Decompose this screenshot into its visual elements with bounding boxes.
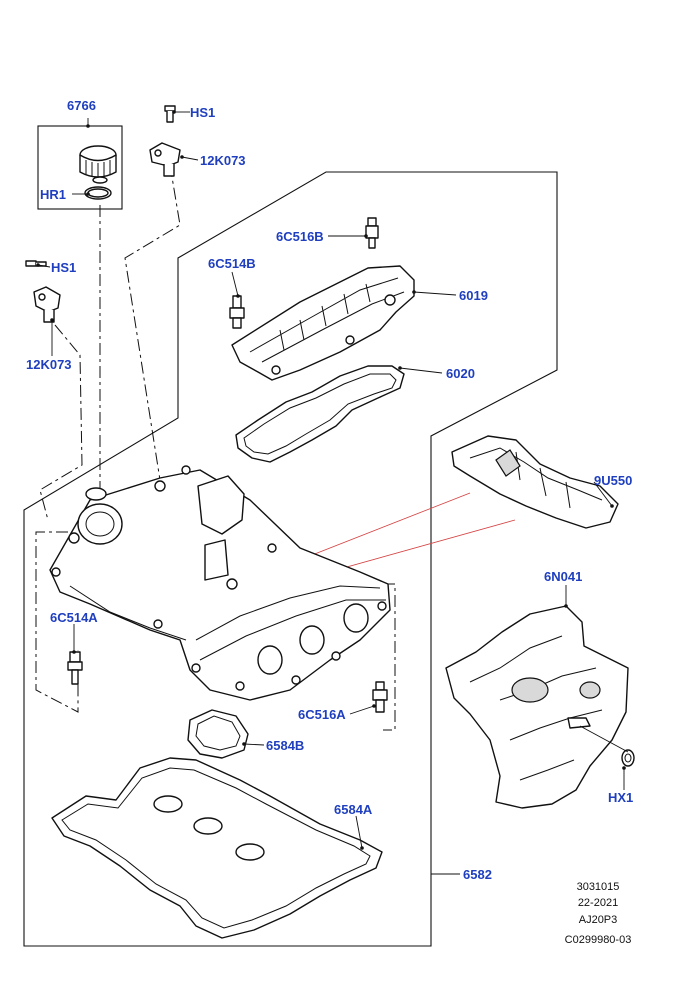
ref-line-3: AJ20P3 <box>579 914 618 926</box>
callout-hs1-top[interactable]: HS1 <box>190 105 215 120</box>
stud-6c516a <box>372 681 388 713</box>
ref-line-2: 22-2021 <box>578 897 618 909</box>
callout-12k073-top[interactable]: 12K073 <box>200 153 246 168</box>
gasket-6584a <box>51 757 383 939</box>
camshaft-sensor-top <box>149 142 181 177</box>
callout-6c516b[interactable]: 6C516B <box>276 229 324 244</box>
callout-9u550[interactable]: 9U550 <box>594 473 632 488</box>
callout-6584b[interactable]: 6584B <box>266 738 304 753</box>
grommet-hx1 <box>621 749 635 767</box>
oil-filler-cap <box>79 145 117 184</box>
callout-hx1[interactable]: HX1 <box>608 790 633 805</box>
stud-6c514a <box>67 651 83 685</box>
ref-line-1: 3031015 <box>577 881 620 893</box>
oil-separator-6019 <box>231 265 415 381</box>
screw-hs1-left <box>25 260 47 267</box>
camshaft-sensor-left <box>33 286 61 323</box>
cam-cover-6582 <box>49 465 391 701</box>
assembly-lines <box>35 164 396 731</box>
callout-6c514b[interactable]: 6C514B <box>208 256 256 271</box>
reference-block: 3031015 22-2021 AJ20P3 C0299980-03 <box>565 881 632 946</box>
screw-hs1-top <box>164 105 176 123</box>
seal-6584b <box>187 709 249 759</box>
callout-6584a[interactable]: 6584A <box>334 802 373 817</box>
ref-line-4: C0299980-03 <box>565 934 632 946</box>
oil-filler-cap-frame <box>37 125 123 210</box>
gasket-6020 <box>235 365 405 463</box>
stud-6c516b <box>365 217 379 249</box>
callout-12k073-left[interactable]: 12K073 <box>26 357 72 372</box>
leader-dots <box>36 110 626 850</box>
callout-6019[interactable]: 6019 <box>459 288 488 303</box>
cam-cover-outer-frame <box>23 171 558 947</box>
callout-6n041[interactable]: 6N041 <box>544 569 582 584</box>
callout-6c514a[interactable]: 6C514A <box>50 610 98 625</box>
callout-6766[interactable]: 6766 <box>67 98 96 113</box>
callout-hr1[interactable]: HR1 <box>40 187 66 202</box>
callout-hs1-left[interactable]: HS1 <box>51 260 76 275</box>
stud-6c514b <box>229 295 245 329</box>
callout-6582[interactable]: 6582 <box>463 867 492 882</box>
callout-6020[interactable]: 6020 <box>446 366 475 381</box>
acoustic-cover-6n041 <box>445 605 629 809</box>
callout-6c516a[interactable]: 6C516A <box>298 707 346 722</box>
heat-shield-9u550 <box>451 435 619 529</box>
leader-lines <box>37 111 629 875</box>
oil-filler-cap-o-ring <box>84 186 112 200</box>
